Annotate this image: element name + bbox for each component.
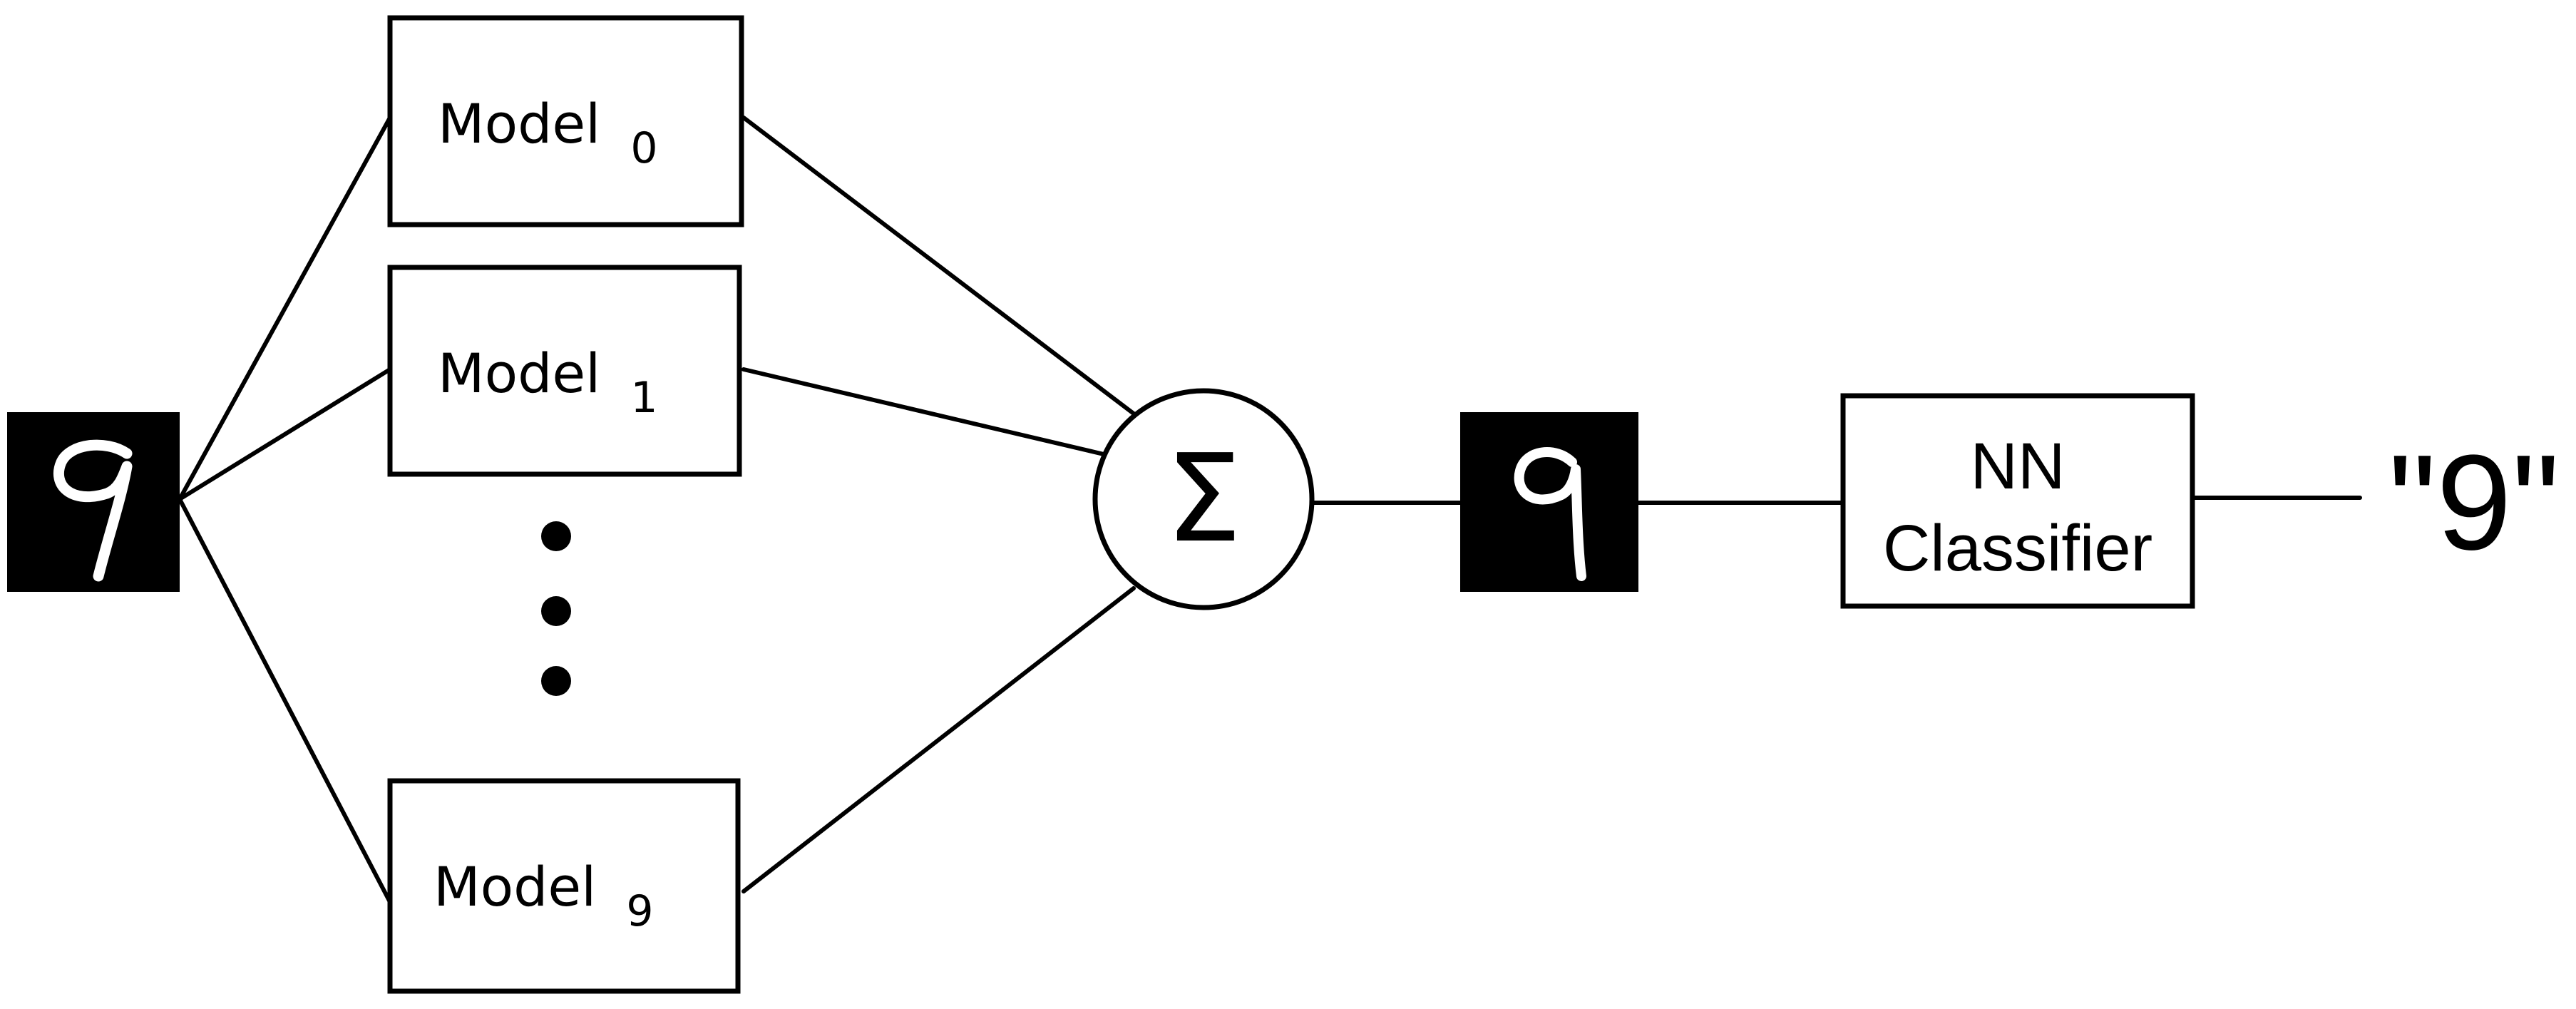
model-label-0: Model 0	[438, 92, 658, 173]
edge-input-model-9	[178, 497, 392, 904]
connector-lines	[178, 116, 2362, 904]
input-digit-image	[7, 412, 180, 592]
model-name-0: Model	[438, 92, 600, 155]
ellipsis-dot	[541, 666, 571, 696]
model-name-9: Model	[433, 855, 596, 918]
model-index-9: 9	[626, 886, 653, 936]
reconstructed-digit-image	[1460, 412, 1638, 592]
summation-node: Σ	[1092, 388, 1315, 610]
sigma-icon: Σ	[1165, 429, 1241, 570]
model-index-0: 0	[630, 123, 657, 173]
classifier-label-line2: Classifier	[1883, 512, 2152, 585]
model-box-9: Model 9	[387, 778, 741, 994]
edge-model-9-sum	[742, 586, 1136, 893]
output-label: "9"	[2388, 427, 2560, 578]
nn-classifier-box: NN Classifier	[1840, 393, 2195, 609]
ellipsis-dot	[541, 521, 571, 551]
model-box-1: Model 1	[387, 265, 742, 477]
classifier-label-line1: NN	[1971, 430, 2066, 503]
model-index-1: 1	[630, 373, 657, 423]
model-name-1: Model	[438, 342, 600, 405]
model-label-1: Model 1	[438, 342, 658, 423]
ellipsis	[541, 521, 571, 696]
model-label-9: Model 9	[433, 855, 654, 936]
edge-input-model-1	[178, 367, 392, 501]
edge-model-1-sum	[742, 367, 1106, 456]
edge-input-model-0	[178, 116, 392, 501]
ellipsis-dot	[541, 596, 571, 626]
edge-model-0-sum	[742, 116, 1136, 416]
model-box-0: Model 0	[387, 15, 744, 227]
